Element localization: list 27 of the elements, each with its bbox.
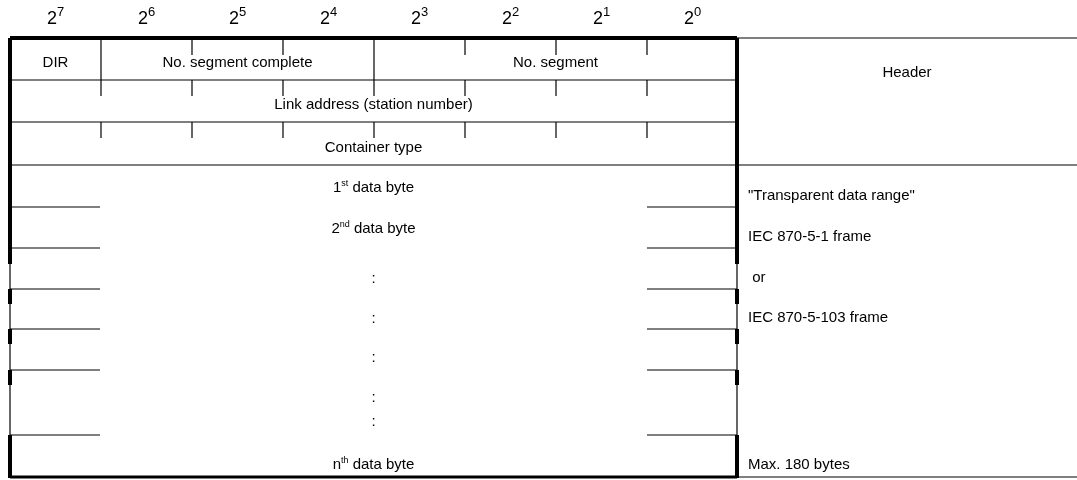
field-label: DIR [42, 53, 69, 70]
ellipsis-mark: : [371, 412, 376, 429]
bit-weight-label: 2$^{4}$ [319, 8, 338, 28]
bit-weight-label: 2$^{1}$ [592, 8, 611, 28]
bit-weight-label: 2$^{3}$ [410, 8, 429, 28]
field-label: Container type [324, 138, 423, 155]
bit-weight-label: 2$^{6}$ [137, 8, 156, 28]
range-note: IEC 870-5-103 frame [748, 308, 889, 325]
bit-weight-label: 2$^{5}$ [228, 8, 247, 28]
range-note: IEC 870-5-1 frame [748, 227, 872, 244]
header-label: Header [882, 63, 932, 80]
data-byte-label: 1$^{st}$ data byte [332, 178, 415, 195]
ellipsis-mark: : [371, 348, 376, 365]
size-note: Max. 180 bytes [748, 455, 850, 472]
ellipsis-mark: : [371, 269, 376, 286]
range-note: "Transparent data range" [748, 186, 915, 203]
data-byte-label: 2$^{nd}$ data byte [331, 219, 416, 236]
range-note: or [751, 268, 766, 285]
ellipsis-mark: : [371, 309, 376, 326]
data-byte-label: n$^{th}$ data byte [332, 455, 415, 472]
bit-weight-label: 2$^{2}$ [501, 8, 520, 28]
field-label: No. segment [512, 53, 598, 70]
field-label: Link address (station number) [274, 95, 473, 112]
bit-weight-label: 2$^{0}$ [683, 8, 702, 28]
ellipsis-mark: : [371, 388, 376, 405]
bit-weight-label: 2$^{7}$ [46, 8, 65, 28]
field-label: No. segment complete [162, 53, 313, 70]
